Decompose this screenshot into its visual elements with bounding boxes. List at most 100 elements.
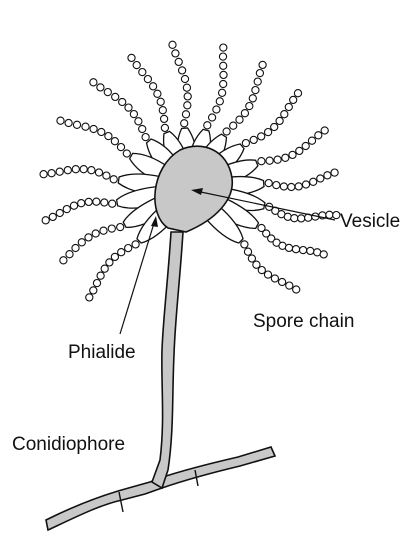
spore [286,282,293,289]
conidiophore-stalk [152,232,183,488]
spore [274,156,281,163]
spore [56,168,63,175]
spore [264,271,271,278]
spore [320,251,327,258]
spore [97,84,104,91]
spore [321,127,328,134]
spore [161,124,168,131]
spore [49,213,56,220]
spore [246,103,253,110]
spore [307,247,314,254]
spore [150,83,157,90]
spore [157,98,164,105]
spore [308,137,315,144]
spore [248,255,255,262]
spore [105,133,112,140]
spore [172,50,179,57]
spore [219,53,226,60]
spore [256,70,263,77]
spore [110,176,117,183]
spore [169,41,176,48]
spore [266,157,273,164]
spore [181,75,188,82]
spore [144,76,151,83]
spore [104,89,111,96]
spore [216,98,223,105]
spore [72,166,79,173]
spore [265,129,272,136]
spore [88,167,95,174]
spore [90,287,97,294]
spore [302,181,309,188]
spore [298,215,305,222]
spore [289,151,296,158]
spore [265,180,272,187]
spore [259,61,266,68]
spore [288,183,295,190]
spore [181,120,188,127]
spore [139,69,146,76]
spore [109,200,116,207]
spore [73,121,80,128]
spore [292,246,299,253]
spore [241,110,248,117]
spore [250,136,257,143]
spore [293,286,300,293]
spore [123,150,130,157]
spore [244,248,251,255]
spore [100,227,107,234]
spore [159,107,166,114]
spore [184,102,191,109]
spore [78,239,85,246]
spore [179,67,186,74]
spore [112,93,119,100]
spore [279,278,286,285]
spore [302,142,309,149]
spore [219,89,226,96]
spore-chain-label: Spore chain [253,311,354,333]
spore [63,206,70,213]
spore [285,103,292,110]
vesicle-label: Vesicle [340,211,400,233]
spore [78,200,85,207]
spore [90,125,97,132]
spore [93,198,100,205]
spore [135,118,142,125]
spore [204,122,211,129]
spore [86,294,93,301]
spore [252,87,259,94]
spore [125,104,132,111]
spore [242,140,249,147]
spore [106,259,113,266]
spore [326,211,333,218]
spore [183,84,190,91]
spore [310,178,317,185]
spore [111,138,118,145]
spore [220,80,227,87]
spore [282,154,289,161]
spore [220,71,227,78]
spore [101,199,108,206]
conidiophore-label: Conidiophore [12,434,125,456]
spore [290,96,297,103]
spore [66,251,73,258]
spore [60,257,67,264]
spore [258,158,265,165]
spore [220,44,227,51]
spore [103,172,110,179]
spore [56,209,63,216]
spore [154,90,161,97]
spore [296,147,303,154]
spore [258,267,265,274]
spore [117,144,124,151]
spore [324,172,331,179]
spore [125,245,132,252]
spore [271,275,278,282]
spore [276,117,283,124]
spore [130,111,137,118]
spore [273,182,280,189]
spore [249,95,256,102]
spore [70,202,77,209]
spore [223,128,230,135]
